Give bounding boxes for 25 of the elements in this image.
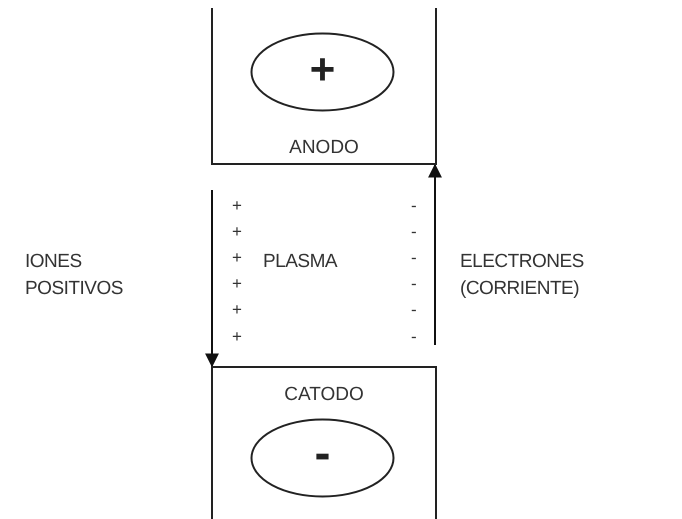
- electrode-box: [211, 8, 437, 165]
- charge-sign: -: [411, 326, 416, 348]
- charge-sign: +: [232, 273, 242, 295]
- annotation-text: IONES POSITIVOS: [25, 250, 124, 301]
- charge-sign: +: [232, 195, 242, 217]
- electrode-box: [211, 366, 437, 519]
- charge-sign: -: [314, 430, 330, 478]
- charge-sign: -: [411, 221, 416, 243]
- electrode-label: ANODO: [289, 138, 359, 157]
- charge-sign: +: [232, 299, 242, 321]
- electrode-label: CATODO: [284, 385, 364, 404]
- charge-sign: -: [411, 299, 416, 321]
- region-label: PLASMA: [263, 250, 338, 274]
- charge-sign: +: [310, 48, 336, 92]
- charge-sign: +: [232, 221, 242, 243]
- arrow: [428, 164, 442, 345]
- arrow: [205, 190, 219, 368]
- charge-sign: +: [232, 326, 242, 348]
- charge-sign: -: [411, 273, 416, 295]
- charge-sign: +: [232, 247, 242, 269]
- charge-ellipse: [250, 418, 395, 498]
- charge-sign: -: [411, 195, 416, 217]
- charge-sign: -: [411, 247, 416, 269]
- charge-ellipse: [250, 32, 395, 112]
- annotation-text: ELECTRONES (CORRIENTE): [460, 250, 585, 301]
